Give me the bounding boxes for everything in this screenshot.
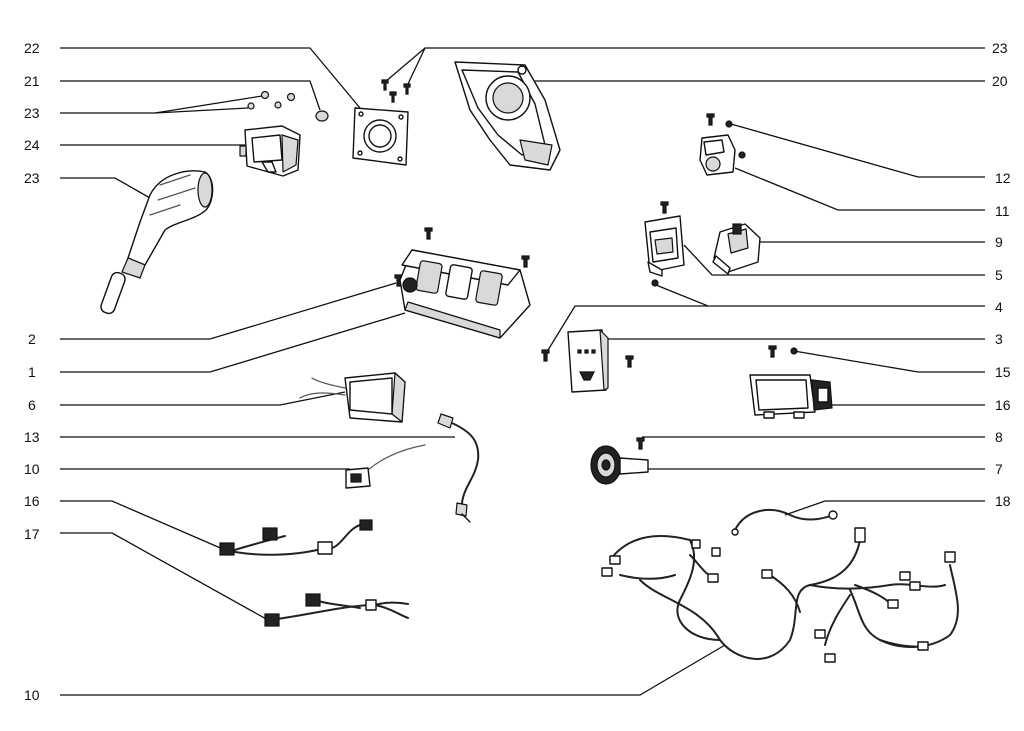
leader-line [60, 532, 269, 621]
callout-label: 15 [995, 364, 1011, 380]
relay-module-icon [644, 201, 685, 277]
leader-line [60, 500, 226, 551]
wiring-harness-17-icon [264, 593, 409, 627]
callout-label: 6 [28, 397, 36, 413]
callout-label: 2 [28, 331, 36, 347]
callout-label: 23 [24, 170, 40, 186]
callout-label: 4 [995, 299, 1003, 315]
leader-line [60, 80, 321, 111]
screw-icon [651, 279, 659, 287]
callout-label: 10 [24, 461, 40, 477]
callout-label: 7 [995, 461, 1003, 477]
wiring-harness-16-icon [219, 519, 373, 556]
callout-label: 1 [28, 364, 36, 380]
callout-label: 16 [995, 397, 1011, 413]
callout-label: 5 [995, 267, 1003, 283]
main-wiring-harness-icon [601, 509, 959, 663]
leader-line [784, 500, 985, 516]
screw-pair-icon [706, 113, 733, 128]
switch-module-icon [699, 134, 746, 176]
headlamp-bracket-icon [454, 61, 561, 171]
leader-line [60, 47, 361, 109]
callout-label: 18 [995, 493, 1011, 509]
leader-line [60, 644, 726, 696]
leader-lines [60, 47, 985, 696]
leader-line [154, 107, 249, 114]
callout-label: 17 [24, 526, 40, 542]
leader-line [60, 312, 406, 373]
callout-label: 12 [995, 170, 1011, 186]
callout-label: 24 [24, 137, 40, 153]
small-screws-icon [247, 90, 296, 110]
leader-line [793, 350, 985, 373]
callout-label: 10 [24, 687, 40, 703]
callout-label: 21 [24, 73, 40, 89]
callout-label: 22 [24, 40, 40, 56]
leader-line [60, 391, 346, 406]
callout-label: 13 [24, 429, 40, 445]
callout-label: 23 [992, 40, 1008, 56]
charging-handle-icon [100, 170, 214, 315]
callout-label: 20 [992, 73, 1008, 89]
fuse-block-icon [712, 223, 761, 275]
leader-line [60, 177, 151, 199]
grommet-icon [315, 110, 329, 122]
leader-line [60, 282, 397, 340]
left-callouts: 22 21 23 24 23 2 1 6 13 10 16 17 10 [24, 40, 40, 703]
leader-line [730, 123, 985, 178]
callout-label: 3 [995, 331, 1003, 347]
screw-set-icon [381, 79, 411, 103]
control-unit-block-icon [394, 227, 531, 339]
leader-line [384, 47, 426, 83]
sensor-lead-icon [437, 413, 480, 523]
callout-label: 16 [24, 493, 40, 509]
callout-label: 11 [995, 203, 1010, 219]
horn-icon [590, 445, 649, 485]
electronic-module-icon [749, 345, 833, 419]
leader-line [544, 305, 708, 356]
callout-label: 8 [995, 429, 1003, 445]
callout-label: 9 [995, 234, 1003, 250]
gasket-plate-icon [352, 107, 409, 166]
connector-housing-icon [239, 125, 301, 177]
screw-icon [636, 437, 645, 450]
control-module-icon [299, 372, 406, 423]
callout-label: 23 [24, 105, 40, 121]
leader-line [683, 244, 985, 276]
leader-line [655, 284, 985, 307]
leader-line [734, 167, 985, 211]
leader-line [60, 95, 263, 114]
right-callouts: 23 20 12 11 9 5 4 3 15 16 8 7 18 [992, 40, 1011, 509]
control-box-icon [541, 329, 634, 393]
plug-connector-icon [345, 444, 426, 489]
